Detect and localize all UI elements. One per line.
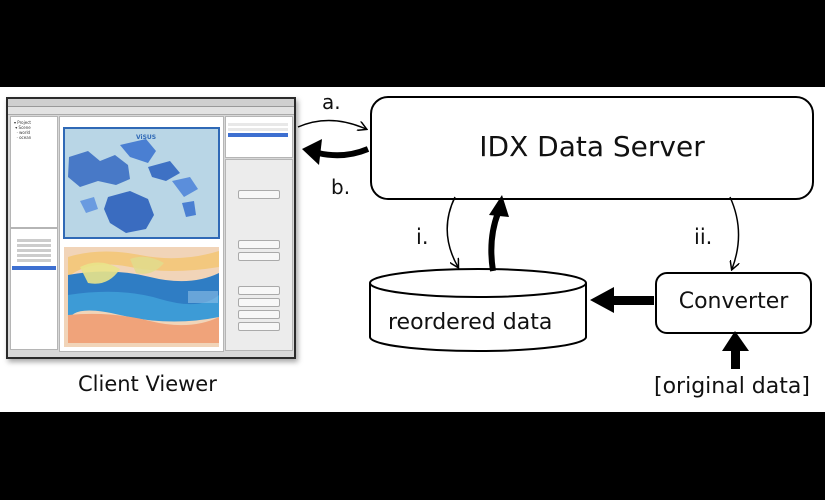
project-panel: ▾ Project ▾ Scene · world · ocean bbox=[10, 116, 58, 228]
project-tree: ▾ Project ▾ Scene · world · ocean bbox=[14, 120, 32, 140]
reordered-data-cylinder bbox=[369, 268, 587, 352]
arrow-up-shaft bbox=[488, 211, 501, 272]
converter-label: Converter bbox=[678, 289, 789, 314]
idx-data-server-label: IDX Data Server bbox=[479, 130, 705, 163]
converter-box: Converter bbox=[655, 272, 812, 334]
arrow-converter-head bbox=[590, 287, 614, 313]
client-viewer-caption: Client Viewer bbox=[78, 372, 217, 396]
arrow-i bbox=[446, 196, 458, 267]
arrow-up-head bbox=[489, 195, 509, 217]
properties-panel bbox=[225, 159, 293, 351]
arrows-layer bbox=[297, 119, 749, 369]
original-data-label: [original data] bbox=[654, 374, 810, 399]
viewer-title-bar bbox=[8, 99, 294, 107]
render-logo: ViSUS bbox=[136, 134, 157, 141]
layers-list-selected bbox=[228, 133, 288, 137]
arrow-label-ii: ii. bbox=[694, 225, 713, 249]
layers-panel bbox=[10, 228, 58, 350]
idx-data-server-box: IDX Data Server bbox=[370, 96, 814, 200]
arrow-a bbox=[297, 119, 366, 129]
arrow-b-head bbox=[302, 139, 322, 165]
arrow-label-i: i. bbox=[416, 225, 429, 249]
layers-selected-row bbox=[12, 266, 56, 270]
arrow-label-b: b. bbox=[331, 175, 351, 199]
render-view: ViSUS bbox=[59, 116, 224, 352]
arrow-original-shaft bbox=[731, 349, 740, 369]
arrow-converter-shaft bbox=[612, 296, 654, 305]
layers-list-panel bbox=[225, 116, 293, 158]
arrow-b-shaft bbox=[317, 146, 370, 159]
arrow-original-head bbox=[722, 331, 749, 351]
reordered-data-label: reordered data bbox=[388, 310, 553, 335]
diagram-canvas: ▾ Project ▾ Scene · world · ocean bbox=[0, 87, 825, 412]
viewer-toolbar bbox=[8, 107, 294, 115]
arrow-ii bbox=[729, 196, 739, 269]
client-viewer-screenshot: ▾ Project ▾ Scene · world · ocean bbox=[6, 97, 296, 359]
arrow-label-a: a. bbox=[322, 90, 341, 114]
